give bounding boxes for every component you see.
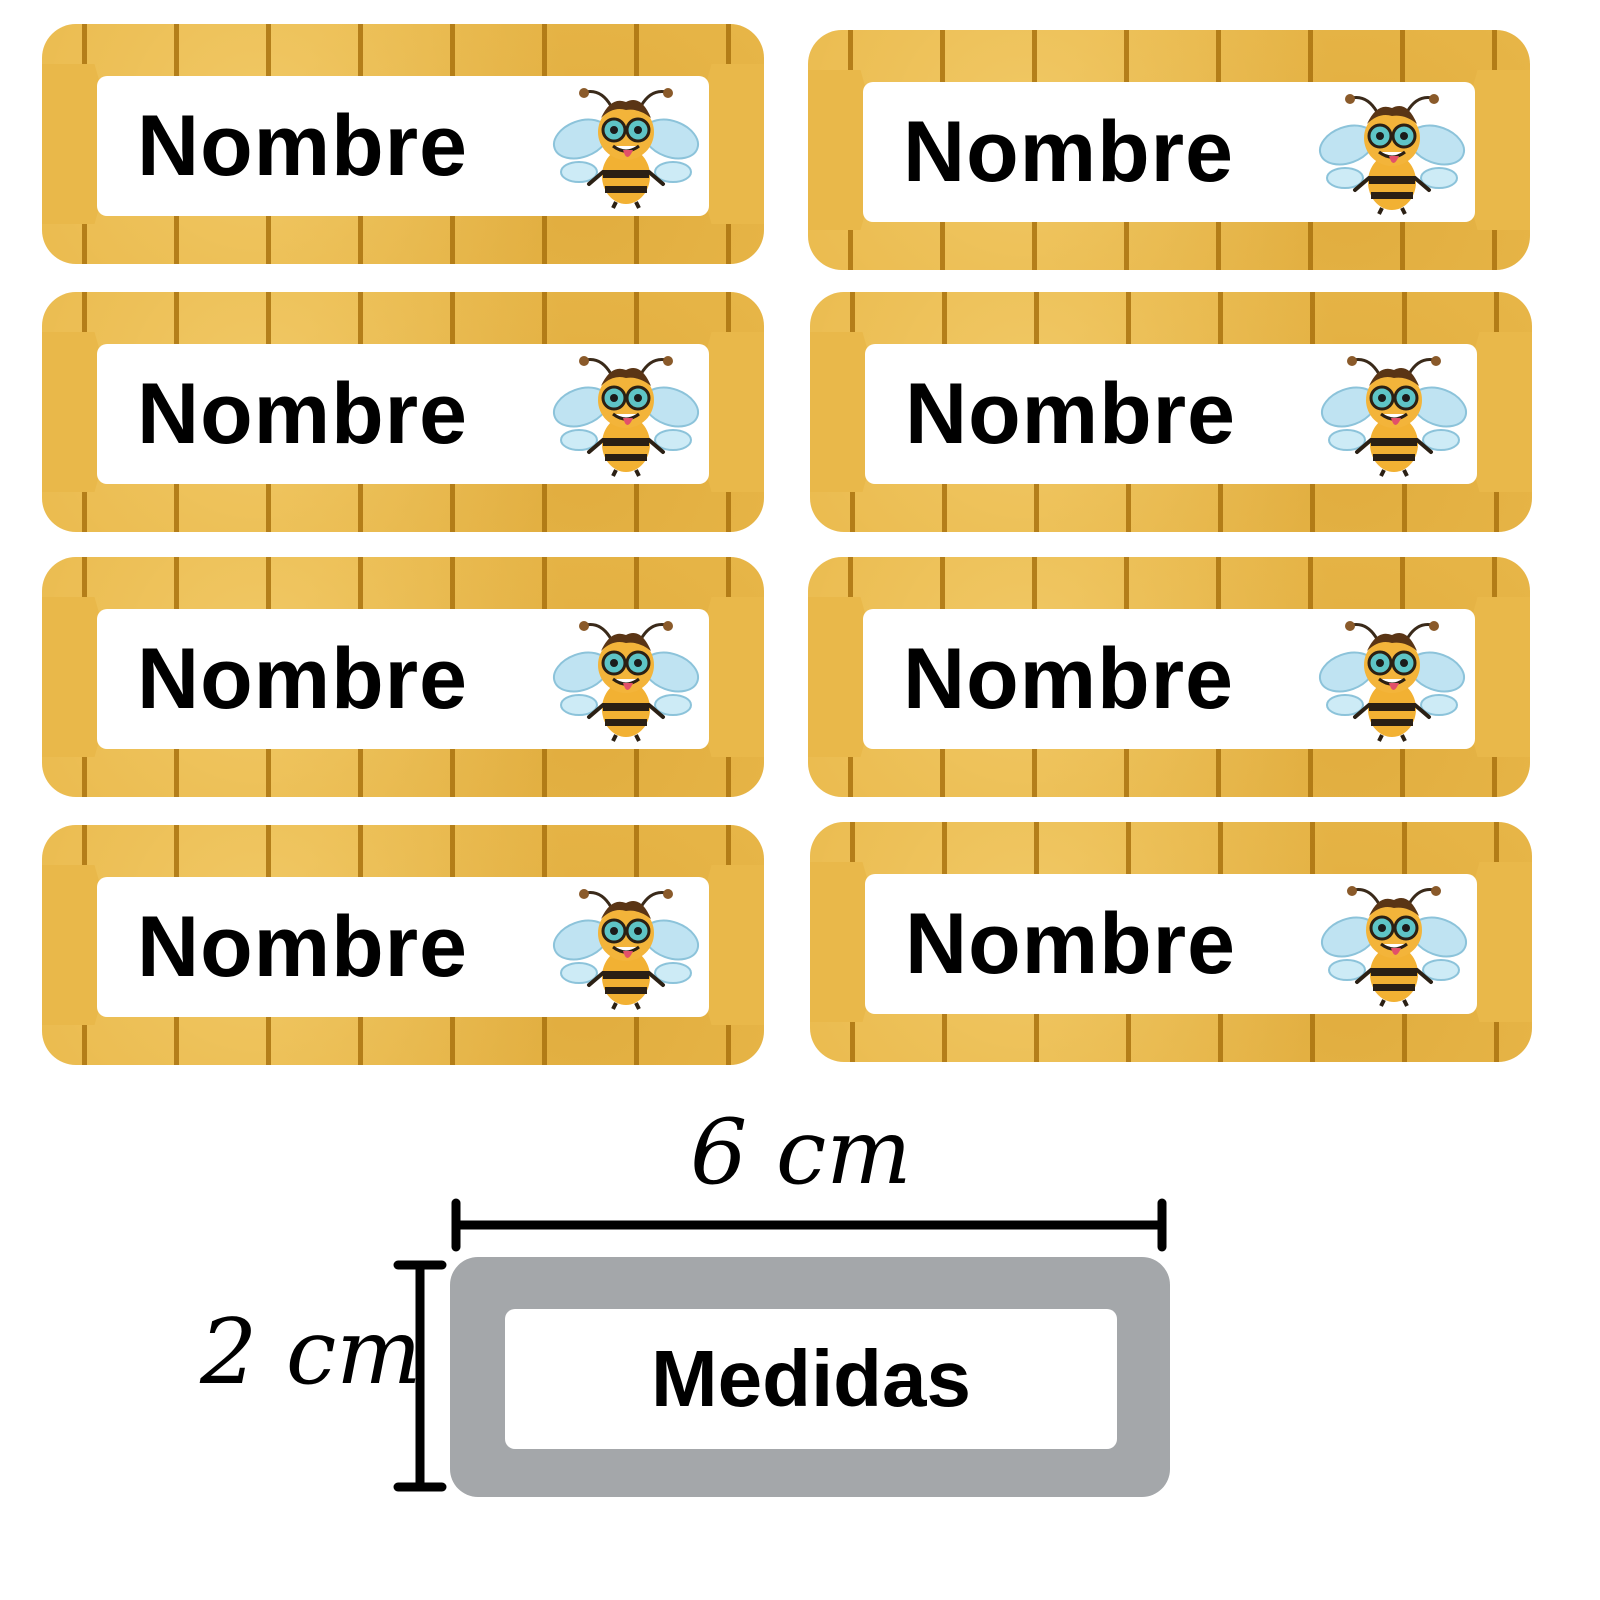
label-name-text: Nombre: [903, 631, 1234, 727]
bee-mascot-icon: [1317, 90, 1467, 216]
sample-text-area: Medidas: [505, 1309, 1117, 1449]
bee-mascot-icon: [551, 617, 701, 743]
name-label-2: Nombre: [808, 30, 1530, 270]
bee-mascot-icon: [1317, 617, 1467, 743]
bee-mascot-icon: [551, 352, 701, 478]
name-label-3: Nombre: [42, 292, 764, 532]
bee-mascot-icon: [1319, 882, 1469, 1008]
height-dimension-label: 2 cm: [200, 1300, 422, 1405]
label-name-text: Nombre: [905, 896, 1236, 992]
bee-mascot-icon: [1319, 352, 1469, 478]
label-name-area: Nombre: [865, 874, 1477, 1014]
label-name-area: Nombre: [865, 344, 1477, 484]
label-name-area: Nombre: [97, 344, 709, 484]
label-name-area: Nombre: [863, 609, 1475, 749]
bee-mascot-icon: [551, 885, 701, 1011]
label-name-text: Nombre: [905, 366, 1236, 462]
label-name-text: Nombre: [137, 899, 468, 995]
bee-mascot-icon: [551, 84, 701, 210]
name-label-7: Nombre: [42, 825, 764, 1065]
name-label-4: Nombre: [810, 292, 1532, 532]
label-name-text: Nombre: [903, 104, 1234, 200]
label-name-area: Nombre: [97, 609, 709, 749]
sample-text: Medidas: [650, 1334, 972, 1423]
height-dimension-line: [393, 1260, 447, 1492]
label-name-text: Nombre: [137, 98, 468, 194]
name-label-8: Nombre: [810, 822, 1532, 1062]
name-label-5: Nombre: [42, 557, 764, 797]
label-name-text: Nombre: [137, 631, 468, 727]
width-dimension-line: [451, 1198, 1167, 1252]
width-dimension-label: 6 cm: [690, 1100, 912, 1205]
label-name-text: Nombre: [137, 366, 468, 462]
name-label-1: Nombre: [42, 24, 764, 264]
label-name-area: Nombre: [97, 76, 709, 216]
label-name-area: Nombre: [97, 877, 709, 1017]
sample-size-label: Medidas: [450, 1257, 1170, 1497]
name-label-6: Nombre: [808, 557, 1530, 797]
label-name-area: Nombre: [863, 82, 1475, 222]
